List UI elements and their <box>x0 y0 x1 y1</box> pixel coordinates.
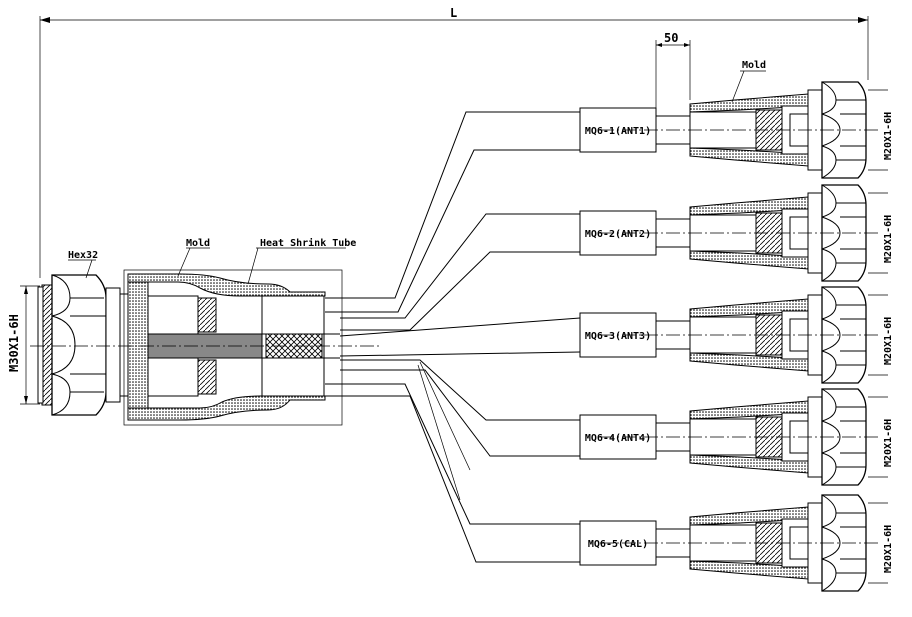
branch-label: MQ6-2(ANT2) <box>585 229 651 240</box>
branch-connectors: MQ6-1(ANT1)M20X1-6HMQ6-2(ANT2)M20X1-6HMQ… <box>579 81 894 592</box>
branch-connector-1: MQ6-1(ANT1) M20X1-6H <box>579 81 894 179</box>
branch-connector-5: MQ6-5(CAL) M20X1-6H <box>579 494 894 592</box>
cable-bundle <box>30 111 581 563</box>
branch-label: MQ6-1(ANT1) <box>585 126 651 137</box>
main-mold-housing: Mold Heat Shrink Tube <box>123 237 356 426</box>
heat-shrink-label: Heat Shrink Tube <box>260 237 356 249</box>
branch-connector-2: MQ6-2(ANT2) M20X1-6H <box>579 184 894 282</box>
mold-top-callout: Mold <box>731 60 766 103</box>
hex-label: Hex32 <box>68 250 98 261</box>
branch-hex-nut <box>821 494 867 592</box>
length-label: L <box>450 6 457 20</box>
branch-thread-label: M20X1-6H <box>883 525 894 573</box>
length-dimension: L <box>39 6 869 278</box>
branch-label-box <box>579 312 657 358</box>
branch-hex-nut <box>821 286 867 384</box>
branch-thread-label: M20X1-6H <box>883 112 894 160</box>
main-thread-label: M30X1-6H <box>7 314 21 372</box>
mold-main-label: Mold <box>186 238 210 249</box>
branch-hex-nut <box>821 388 867 486</box>
branch-hex-nut <box>821 81 867 179</box>
branch-thread-label: M20X1-6H <box>883 317 894 365</box>
mold-top-label: Mold <box>742 60 766 71</box>
dim-50-label: 50 <box>664 31 678 45</box>
branch-thread-label: M20X1-6H <box>883 419 894 467</box>
branch-connector-4: MQ6-4(ANT4) M20X1-6H <box>579 388 894 486</box>
branch-label: MQ6-3(ANT3) <box>585 331 651 342</box>
branch-connector-3: MQ6-3(ANT3) M20X1-6H <box>579 286 894 384</box>
main-connector-m30: M30X1-6H Hex32 <box>7 250 129 416</box>
branch-label: MQ6-4(ANT4) <box>585 433 651 444</box>
branch-hex-nut <box>821 184 867 282</box>
dimension-50: 50 <box>655 31 691 110</box>
branch-label: MQ6-5(CAL) <box>588 539 648 550</box>
branch-thread-label: M20X1-6H <box>883 215 894 263</box>
